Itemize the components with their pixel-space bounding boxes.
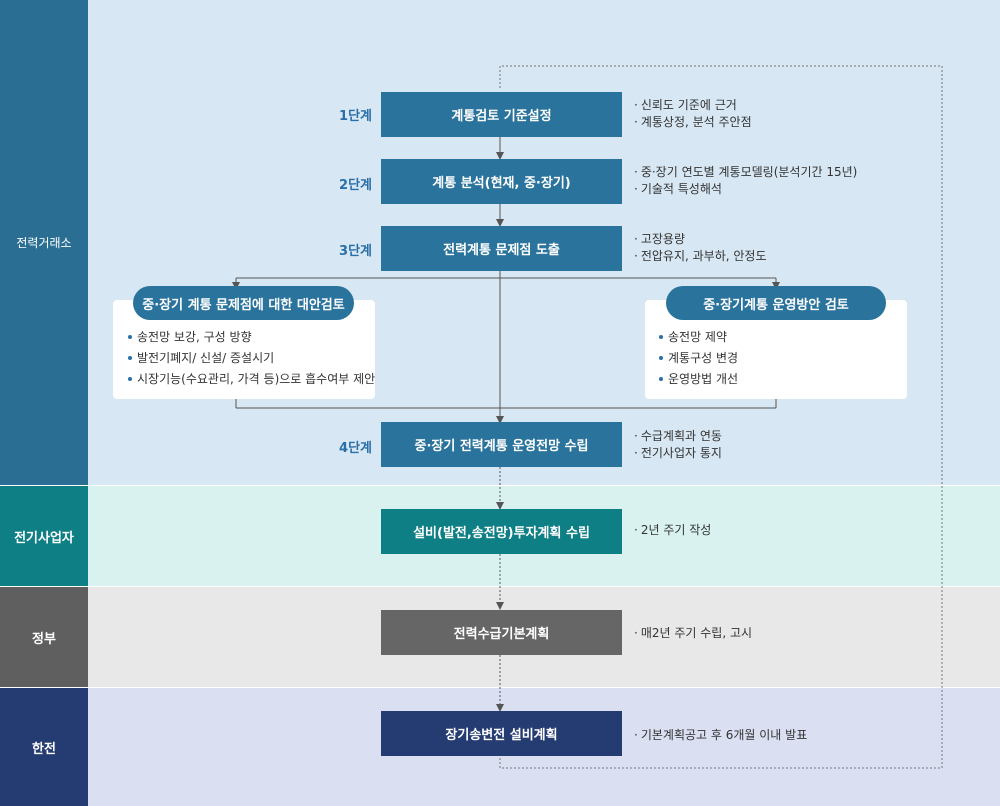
note-3-line-1: 고장용량 xyxy=(634,231,767,248)
list-item: 송전망 보강, 구성 방향 xyxy=(128,327,375,348)
panel-operation-review-title: 중·장기계통 운영방안 검토 xyxy=(666,286,886,320)
step-4-label: 4단계 xyxy=(339,441,372,456)
box-criteria-setting: 계통검토 기준설정 xyxy=(381,92,622,137)
list-item: 송전망 제약 xyxy=(659,327,738,348)
panel-alternatives-title: 중·장기 계통 문제점에 대한 대안검토 xyxy=(133,286,354,320)
note-6-line-1: 매2년 주기 수립, 고시 xyxy=(634,625,752,642)
note-step-4: 수급계획과 연동 전기사업자 통지 xyxy=(634,428,722,462)
note-step-2: 중·장기 연도별 계통모델링(분석기간 15년) 기술적 특성해석 xyxy=(634,164,858,198)
note-4-line-2: 전기사업자 통지 xyxy=(634,445,722,462)
note-4-line-1: 수급계획과 연동 xyxy=(634,428,722,445)
list-item: 운영방법 개선 xyxy=(659,369,738,390)
note-1-line-2: 계통상정, 분석 주안점 xyxy=(634,114,752,131)
note-transmission: 기본계획공고 후 6개월 이내 발표 xyxy=(634,727,807,744)
step-3-label: 3단계 xyxy=(339,244,372,259)
note-3-line-2: 전압유지, 과부하, 안정도 xyxy=(634,248,767,265)
note-7-line-1: 기본계획공고 후 6개월 이내 발표 xyxy=(634,727,807,744)
box-problem-identification: 전력계통 문제점 도출 xyxy=(381,226,622,271)
list-item: 시장기능(수요관리, 가격 등)으로 흡수여부 제안 xyxy=(128,369,375,390)
box-operation-outlook: 중·장기 전력계통 운영전망 수립 xyxy=(381,422,622,467)
note-investment: 2년 주기 작성 xyxy=(634,522,711,539)
note-step-1: 신뢰도 기준에 근거 계통상정, 분석 주안점 xyxy=(634,97,752,131)
list-item: 발전기폐지/ 신설/ 증설시기 xyxy=(128,348,375,369)
list-item: 계통구성 변경 xyxy=(659,348,738,369)
note-1-line-1: 신뢰도 기준에 근거 xyxy=(634,97,752,114)
box-supply-demand-plan: 전력수급기본계획 xyxy=(381,610,622,655)
note-supply-demand: 매2년 주기 수립, 고시 xyxy=(634,625,752,642)
note-2-line-1: 중·장기 연도별 계통모델링(분석기간 15년) xyxy=(634,164,858,181)
box-transmission-plan: 장기송변전 설비계획 xyxy=(381,711,622,756)
note-step-3: 고장용량 전압유지, 과부하, 안정도 xyxy=(634,231,767,265)
note-5-line-1: 2년 주기 작성 xyxy=(634,522,711,539)
step-1-label: 1단계 xyxy=(339,109,372,124)
lane-label-power-exchange: 전력거래소 xyxy=(0,0,88,485)
lane-label-electricity-business: 전기사업자 xyxy=(0,486,88,586)
panel-operation-review-list: 송전망 제약 계통구성 변경 운영방법 개선 xyxy=(659,327,738,390)
panel-alternatives-list: 송전망 보강, 구성 방향 발전기폐지/ 신설/ 증설시기 시장기능(수요관리,… xyxy=(128,327,375,390)
feedback-loop-line xyxy=(499,65,943,769)
box-system-analysis: 계통 분석(현재, 중·장기) xyxy=(381,159,622,204)
note-2-line-2: 기술적 특성해석 xyxy=(634,181,857,198)
lane-label-kepco: 한전 xyxy=(0,688,88,806)
box-investment-plan: 설비(발전,송전망)투자계획 수립 xyxy=(381,509,622,554)
lane-label-government: 정부 xyxy=(0,587,88,687)
step-2-label: 2단계 xyxy=(339,178,372,193)
